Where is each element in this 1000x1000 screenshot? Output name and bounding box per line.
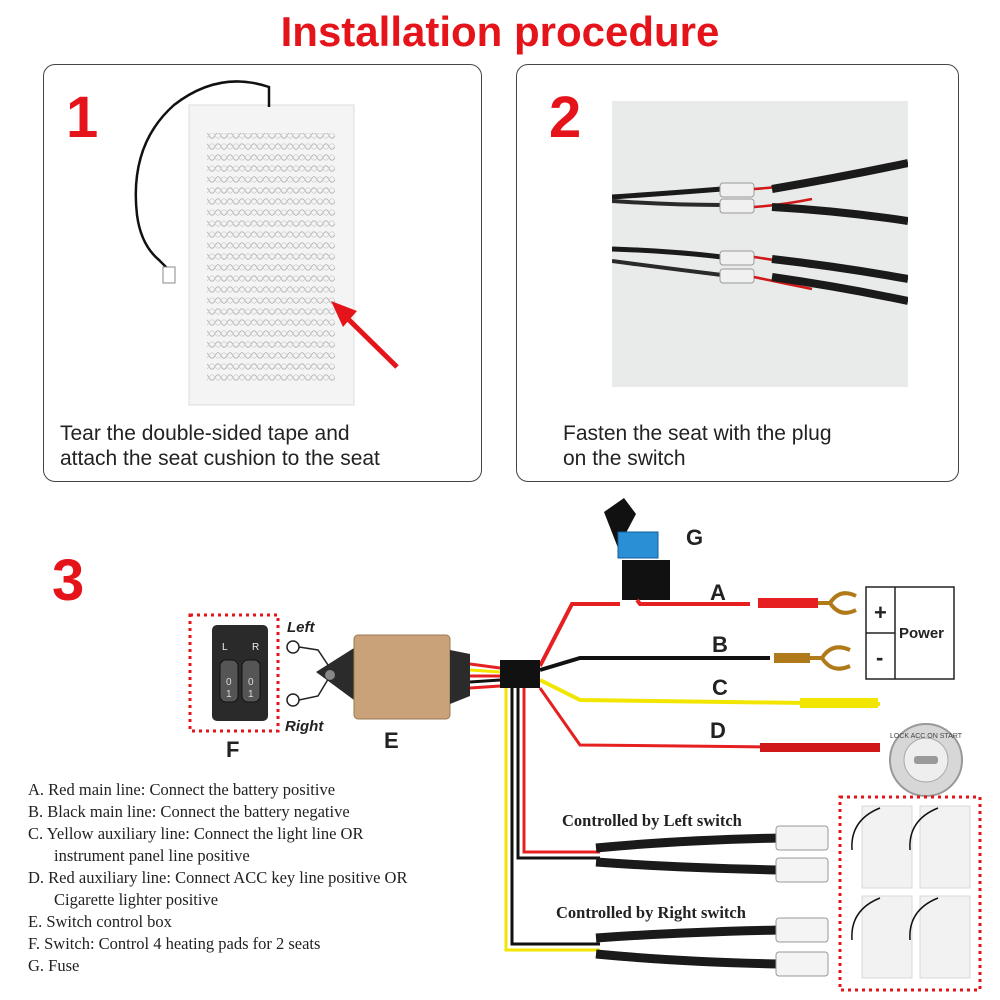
switch-right-1: 1 <box>248 689 254 700</box>
controlled-left-label: Controlled by Left switch <box>562 811 742 830</box>
heating-pads <box>851 805 971 979</box>
power-plus: + <box>874 600 887 625</box>
legend-item: A. Red main line: Connect the battery po… <box>28 780 336 799</box>
wire-b-black <box>539 656 770 672</box>
wire-c-yellow <box>539 678 881 706</box>
legend-item: instrument panel line positive <box>54 846 250 865</box>
wire-a-feed <box>538 602 620 667</box>
legend-list: A. Red main line: Connect the battery po… <box>28 779 407 977</box>
wire-d-sleeve <box>760 743 880 752</box>
label-f: F <box>226 737 239 762</box>
left-plug-1 <box>775 825 829 851</box>
heating-pad-photo <box>134 80 399 406</box>
switch-left-0: 0 <box>226 677 232 688</box>
ignition-key-icon <box>889 723 963 797</box>
switch-highlight <box>188 613 280 733</box>
step-1-caption: Tear the double-sided tape and attach th… <box>60 422 380 470</box>
step-2-number: 2 <box>549 85 582 150</box>
seat-heat-switch <box>212 625 268 721</box>
wire-a-red <box>635 598 750 606</box>
terminal-b-fork <box>810 645 851 671</box>
power-minus: - <box>876 645 883 670</box>
power-box <box>865 586 955 680</box>
switch-control-box <box>316 634 501 720</box>
left-terminal <box>286 640 300 654</box>
legend-item: F. Switch: Control 4 heating pads for 2 … <box>28 934 321 953</box>
label-g: G <box>686 525 703 550</box>
bundle-black-left <box>516 688 600 860</box>
legend-item: B. Black main line: Connect the battery … <box>28 802 350 821</box>
right-plug-2 <box>775 951 829 977</box>
step-3-number: 3 <box>52 548 85 613</box>
wire-c-sleeve <box>800 698 878 708</box>
wire-junction <box>500 660 540 688</box>
label-e: E <box>384 728 399 753</box>
label-left: Left <box>287 619 316 636</box>
bundle-black-right <box>510 688 600 946</box>
terminal-b-sleeve <box>774 653 810 663</box>
right-terminal <box>286 693 300 707</box>
switch-left-1: 1 <box>226 689 232 700</box>
fuse-holder <box>604 498 670 600</box>
step-1-panel: 1 Tear the double-sided tape and attach … <box>43 64 482 482</box>
right-output-cable <box>595 925 781 969</box>
connector-plugs-photo <box>612 101 908 387</box>
label-d: D <box>710 718 726 743</box>
label-c: C <box>712 675 728 700</box>
bundle-red <box>522 688 600 854</box>
legend-item: Cigarette lighter positive <box>54 890 219 909</box>
page-title: Installation procedure <box>280 8 720 55</box>
legend-item: E. Switch control box <box>28 912 172 931</box>
terminal-a-sleeve <box>758 598 818 608</box>
legend-item: D. Red auxiliary line: Connect ACC key l… <box>28 868 408 887</box>
step-2-panel: 2 Fasten the seat with the plug on the s… <box>516 64 959 482</box>
left-output-cable <box>595 833 781 875</box>
legend-item: C. Yellow auxiliary line: Connect the li… <box>28 824 364 843</box>
wiring-diagram: G A B C D + - Power LOCK ACC ON START L … <box>188 498 982 992</box>
controlled-right-label: Controlled by Right switch <box>556 903 746 922</box>
switch-r: R <box>252 642 259 653</box>
right-plug-1 <box>775 917 829 943</box>
power-label: Power <box>899 625 944 642</box>
bundle-yellow <box>504 688 600 952</box>
pads-highlight <box>838 795 982 992</box>
key-positions-text: LOCK ACC ON START <box>890 733 963 740</box>
step-2-caption: Fasten the seat with the plug on the swi… <box>563 422 832 470</box>
step-1-number: 1 <box>66 85 99 150</box>
label-right: Right <box>285 718 324 735</box>
left-plug-2 <box>775 857 829 883</box>
switch-l: L <box>222 642 228 653</box>
switch-right-0: 0 <box>248 677 254 688</box>
legend-item: G. Fuse <box>28 956 80 975</box>
label-b: B <box>712 632 728 657</box>
label-a: A <box>710 580 726 605</box>
terminal-a-fork <box>818 591 857 615</box>
switch-leads <box>298 646 331 701</box>
